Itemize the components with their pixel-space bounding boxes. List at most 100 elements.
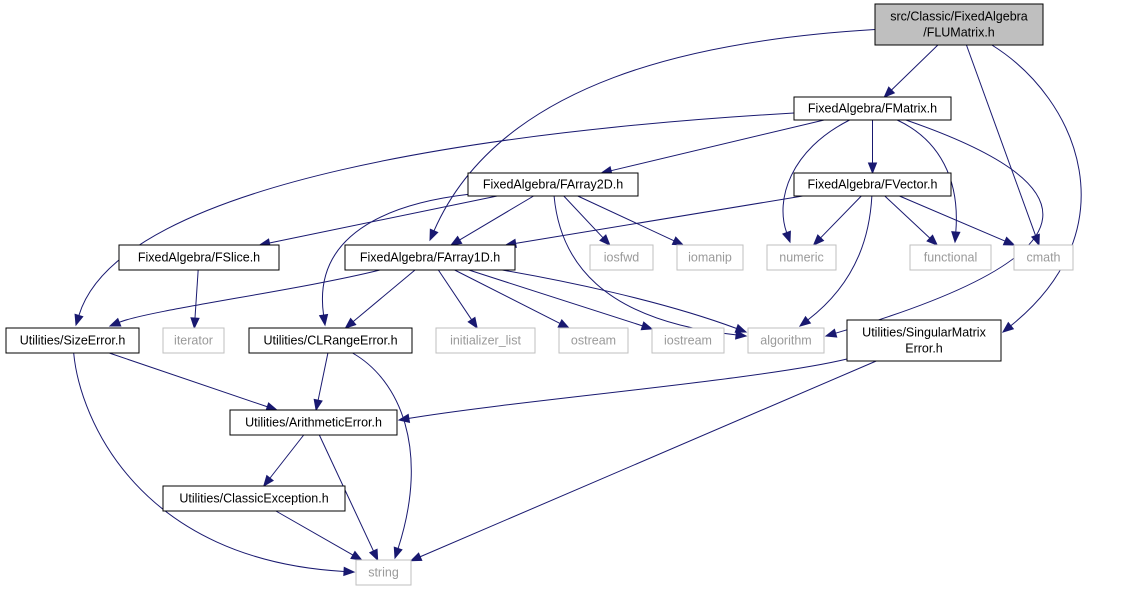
edge-fvector-to-functional: [884, 195, 939, 246]
arrowhead-icon: [824, 328, 838, 338]
node-box: [467, 172, 639, 197]
edge-farray2d-to-iosfwd: [563, 195, 611, 246]
node-functional: functional: [909, 244, 992, 271]
node-label: src/Classic/FixedAlgebra: [890, 10, 1028, 24]
arrowhead-icon: [734, 323, 748, 333]
node-label: FixedAlgebra/FArray1D.h: [360, 251, 500, 265]
node-box: [1013, 244, 1074, 271]
edge-flumatrix-to-farray1d: [429, 29, 876, 242]
node-box: [793, 172, 952, 197]
arrowhead-icon: [313, 398, 323, 412]
edge-farray2d-to-algorithm: [553, 195, 748, 340]
edge-line: [884, 195, 931, 239]
node-cmath: cmath: [1013, 244, 1074, 271]
edge-line: [109, 352, 268, 408]
edge-fmatrix-to-functional: [896, 119, 961, 244]
node-box: [589, 244, 654, 271]
edge-line: [352, 269, 416, 322]
edge-line: [820, 195, 862, 239]
node-box: [651, 327, 725, 354]
node-flumatrix[interactable]: src/Classic/FixedAlgebra/FLUMatrix.h: [874, 3, 1044, 46]
edge-fmatrix-to-farray2d: [600, 119, 825, 176]
edge-line: [454, 269, 561, 324]
edge-clrangeerror-to-string: [352, 352, 412, 560]
node-label: FixedAlgebra/FSlice.h: [138, 251, 260, 265]
edge-singularmatrixerror-to-arithmeticerror: [397, 358, 848, 423]
edge-line: [553, 195, 737, 336]
edge-line: [194, 269, 199, 319]
node-label: cmath: [1026, 251, 1060, 265]
node-algorithm: algorithm: [747, 327, 825, 354]
edge-line: [459, 195, 534, 241]
node-string: string: [355, 559, 412, 586]
node-label: iomanip: [688, 251, 732, 265]
arrowhead-icon: [397, 413, 411, 423]
arrowhead-icon: [557, 319, 571, 329]
arrowhead-icon: [393, 546, 403, 560]
node-fslice[interactable]: FixedAlgebra/FSlice.h: [118, 244, 280, 271]
node-farray1d[interactable]: FixedAlgebra/FArray1D.h: [344, 244, 516, 271]
node-label: iosfwd: [604, 251, 639, 265]
node-label: iostream: [664, 334, 712, 348]
edge-flumatrix-to-singularmatrixerror: [991, 44, 1082, 333]
node-iterator: iterator: [162, 327, 225, 354]
node-box: [248, 327, 413, 354]
edge-line: [896, 119, 957, 233]
node-box: [5, 327, 140, 354]
node-fmatrix[interactable]: FixedAlgebra/FMatrix.h: [793, 96, 952, 121]
node-label: Utilities/SingularMatrix: [862, 326, 986, 340]
edge-line: [275, 510, 354, 556]
edge-singularmatrixerror-to-string: [409, 360, 877, 562]
edge-arithmeticerror-to-string: [318, 434, 379, 562]
node-label: Error.h: [905, 342, 943, 356]
edge-line: [807, 195, 873, 321]
arrowhead-icon: [812, 234, 825, 246]
node-box: [118, 244, 280, 271]
arrowhead-icon: [409, 552, 423, 562]
node-numeric: numeric: [766, 244, 837, 271]
edge-farray2d-to-farray1d: [449, 195, 534, 246]
edge-sizeerror-to-arithmeticerror: [109, 352, 279, 412]
node-label: Utilities/SizeError.h: [20, 334, 126, 348]
arrowhead-icon: [344, 317, 357, 329]
edge-farray1d-to-algorithm: [502, 269, 748, 333]
arrowhead-icon: [926, 234, 939, 246]
edge-fmatrix-to-fvector: [867, 120, 878, 175]
edge-fvector-to-cmath: [899, 195, 1016, 246]
node-arithmeticerror[interactable]: Utilities/ArithmeticError.h: [229, 409, 398, 436]
edge-fmatrix-to-numeric: [782, 119, 850, 244]
node-box: [793, 96, 952, 121]
edges-layer: [73, 29, 1082, 577]
edge-fvector-to-farray1d: [504, 195, 803, 248]
edge-sizeerror-to-string: [73, 352, 356, 577]
node-farray2d[interactable]: FixedAlgebra/FArray2D.h: [467, 172, 639, 197]
edge-flumatrix-to-fmatrix: [883, 44, 939, 98]
node-label: functional: [924, 251, 978, 265]
edge-farray2d-to-iomanip: [577, 195, 685, 246]
node-label: Utilities/ArithmeticError.h: [245, 416, 382, 430]
arrowhead-icon: [599, 234, 611, 246]
node-iomanip: iomanip: [676, 244, 744, 271]
edge-fvector-to-algorithm: [798, 195, 873, 327]
node-box: [355, 559, 412, 586]
node-label: initializer_list: [450, 334, 521, 348]
arrowhead-icon: [1002, 236, 1016, 246]
edge-line: [835, 119, 1044, 334]
edge-classicexception-to-string: [275, 510, 363, 561]
node-fvector[interactable]: FixedAlgebra/FVector.h: [793, 172, 952, 197]
node-label: numeric: [779, 251, 823, 265]
arrowhead-icon: [951, 231, 961, 244]
edge-line: [515, 195, 803, 244]
node-sizeerror[interactable]: Utilities/SizeError.h: [5, 327, 140, 354]
node-classicexception[interactable]: Utilities/ClassicException.h: [162, 485, 346, 512]
node-clrangeerror[interactable]: Utilities/CLRangeError.h: [248, 327, 413, 354]
node-label: iterator: [174, 334, 213, 348]
edge-line: [891, 44, 939, 91]
arrowhead-icon: [640, 321, 654, 331]
node-box: [846, 319, 1002, 362]
edge-fvector-to-numeric: [812, 195, 862, 246]
node-box: [747, 327, 825, 354]
node-box: [344, 244, 516, 271]
